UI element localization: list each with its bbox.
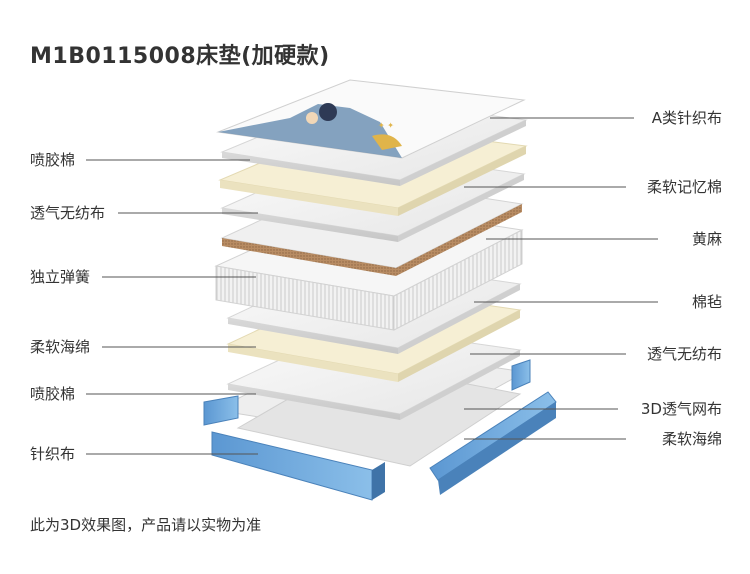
disclaimer-note: 此为3D效果图，产品请以实物为准 <box>30 516 262 534</box>
label-right-soft-sponge: 柔软海绵 <box>661 430 722 448</box>
label-right-memory-foam: 柔软记忆棉 <box>646 178 722 196</box>
leader-lines-left <box>86 159 258 455</box>
label-left-pocket-springs: 独立弹簧 <box>30 268 91 286</box>
label-right-jute: 黄麻 <box>691 230 722 248</box>
page-title: M1B0115008床垫(加硬款) <box>30 44 330 69</box>
label-right-class-a-knit: A类针织布 <box>651 109 722 127</box>
label-left-soft-sponge: 柔软海绵 <box>30 338 91 356</box>
layer-top-fabric: ✦ ✦ <box>216 79 526 159</box>
label-left-knitted-fabric: 针织布 <box>30 445 76 463</box>
label-right-3d-mesh: 3D透气网布 <box>640 400 722 418</box>
svg-text:✦ ✦: ✦ ✦ <box>378 121 394 130</box>
fabric-illustration <box>218 104 402 158</box>
label-right-nonwoven: 透气无纺布 <box>646 345 722 363</box>
label-left-spray-cotton-top: 喷胶棉 <box>30 151 76 169</box>
leader-lines-right <box>464 117 658 440</box>
label-left-nonwoven: 透气无纺布 <box>30 204 106 222</box>
label-left-spray-cotton-bottom: 喷胶棉 <box>30 385 76 403</box>
label-right-cotton-felt: 棉毡 <box>691 293 722 311</box>
